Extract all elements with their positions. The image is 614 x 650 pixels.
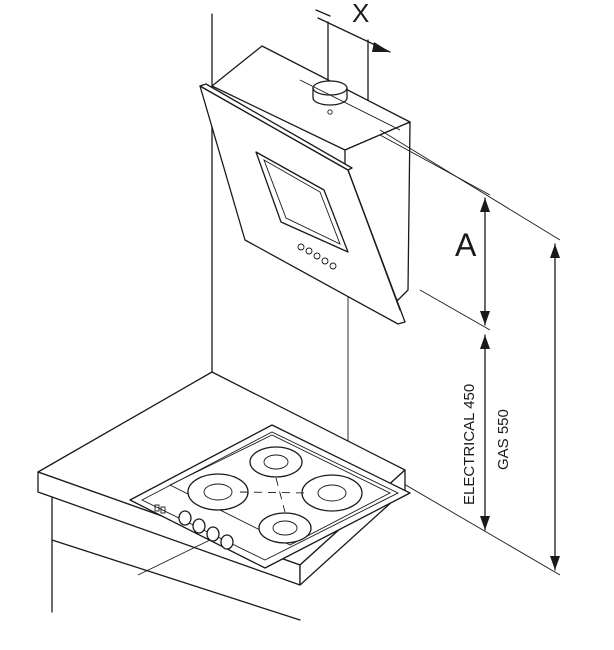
burner xyxy=(301,474,363,512)
cooktop-knobs xyxy=(154,504,234,550)
dimension-a: A xyxy=(379,134,491,331)
burner xyxy=(187,473,249,511)
a-dim-label: A xyxy=(455,227,477,263)
electrical-clearance-label: ELECTRICAL 450 xyxy=(461,384,478,505)
x-dim-label: X xyxy=(352,0,369,28)
dimension-clearance: ELECTRICAL 450 GAS 550 xyxy=(379,129,561,576)
cooktop xyxy=(129,424,411,576)
gas-clearance-label: GAS 550 xyxy=(495,409,512,470)
cooker-hood xyxy=(199,45,411,325)
hood-control-buttons xyxy=(297,243,337,270)
burner xyxy=(258,512,312,544)
burner xyxy=(249,446,303,478)
